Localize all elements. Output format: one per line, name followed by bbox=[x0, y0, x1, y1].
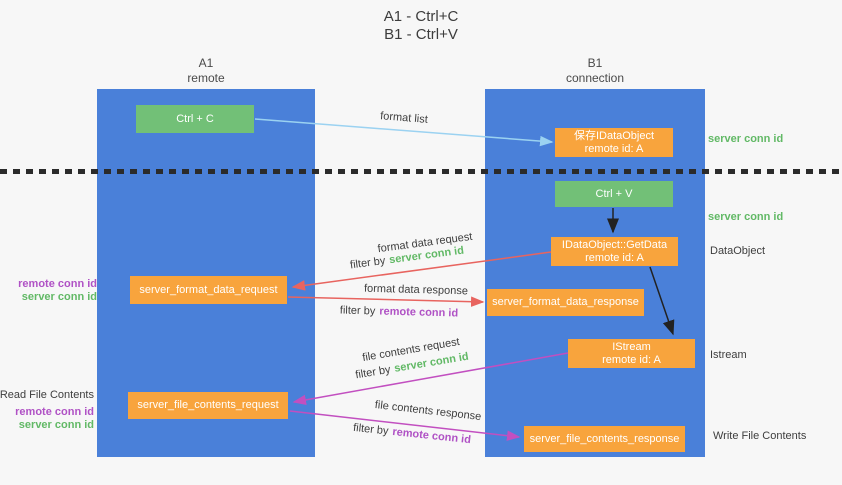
getdata-line2: remote id: A bbox=[585, 251, 644, 264]
filter-by-text: filter by bbox=[349, 254, 387, 272]
lane-a1-id: A1 bbox=[198, 56, 214, 70]
lane-b1-name: connection bbox=[565, 71, 625, 85]
title-line-1: A1 - Ctrl+C bbox=[383, 8, 459, 25]
filter-by-text: filter by bbox=[352, 421, 390, 438]
lane-header-b1: B1 connection bbox=[485, 56, 705, 86]
label-dataobject: DataObject bbox=[710, 245, 766, 257]
dotted-divider bbox=[0, 169, 842, 174]
node-istream: IStream remote id: A bbox=[568, 339, 695, 368]
save-dataobject-line2: remote id: A bbox=[584, 142, 644, 155]
save-dataobject-line1: 保存IDataObject bbox=[573, 129, 655, 142]
label-istream: Istream bbox=[710, 349, 747, 361]
filter-by-text: filter by bbox=[339, 304, 376, 318]
lane-a1-name: remote bbox=[187, 71, 225, 85]
remote-conn-id-text: remote conn id bbox=[379, 305, 459, 320]
lane-b1-id: B1 bbox=[587, 56, 603, 70]
label-format-list: format list bbox=[379, 110, 429, 126]
getdata-line1: IDataObject::GetData bbox=[561, 238, 668, 251]
arrow-format-data-response bbox=[287, 296, 485, 307]
node-save-dataobject: 保存IDataObject remote id: A bbox=[555, 128, 673, 157]
label-format-data-response: format data response bbox=[363, 282, 469, 298]
label-read-file-contents: Read File Contents bbox=[0, 389, 94, 401]
title-line-2: B1 - Ctrl+V bbox=[384, 26, 458, 43]
label-server-conn-id-1: server conn id bbox=[21, 291, 97, 303]
format-request-label: server_format_data_request bbox=[139, 283, 278, 296]
node-ctrl-c: Ctrl + C bbox=[136, 105, 254, 133]
label-group-read-file: Read File Contents remote conn id server… bbox=[0, 389, 94, 432]
label-file-contents-response: file contents response bbox=[374, 398, 482, 424]
istream-line2: remote id: A bbox=[602, 353, 661, 366]
ctrl-v-label: Ctrl + V bbox=[595, 187, 633, 200]
remote-conn-id-text: remote conn id bbox=[391, 425, 472, 447]
filter-by-text: filter by bbox=[354, 363, 392, 382]
node-server-file-contents-request: server_file_contents_request bbox=[128, 392, 288, 419]
node-idataobject-getdata: IDataObject::GetData remote id: A bbox=[551, 237, 678, 266]
label-server-conn-id-top: server conn id bbox=[708, 133, 784, 145]
label-remote-conn-id-1: remote conn id bbox=[18, 278, 97, 290]
ctrl-c-label: Ctrl + C bbox=[176, 112, 214, 125]
label-write-file-contents: Write File Contents bbox=[713, 430, 807, 442]
node-ctrl-v: Ctrl + V bbox=[555, 181, 673, 207]
node-server-format-data-request: server_format_data_request bbox=[130, 276, 287, 304]
node-server-format-data-response: server_format_data_response bbox=[487, 289, 644, 316]
label-server-conn-id-2: server conn id bbox=[18, 419, 94, 431]
node-server-file-contents-response: server_file_contents_response bbox=[524, 426, 685, 452]
label-remote-conn-id-2: remote conn id bbox=[15, 406, 94, 418]
format-response-label: server_format_data_response bbox=[492, 296, 639, 308]
label-group-conn-ids-1: remote conn id server conn id bbox=[18, 278, 97, 304]
label-server-conn-id-mid: server conn id bbox=[708, 211, 784, 223]
istream-line1: IStream bbox=[612, 340, 651, 353]
diagram-title: A1 - Ctrl+C B1 - Ctrl+V bbox=[0, 8, 842, 44]
file-request-label: server_file_contents_request bbox=[137, 399, 279, 411]
lane-header-a1: A1 remote bbox=[97, 56, 315, 86]
file-response-label: server_file_contents_response bbox=[529, 432, 680, 445]
